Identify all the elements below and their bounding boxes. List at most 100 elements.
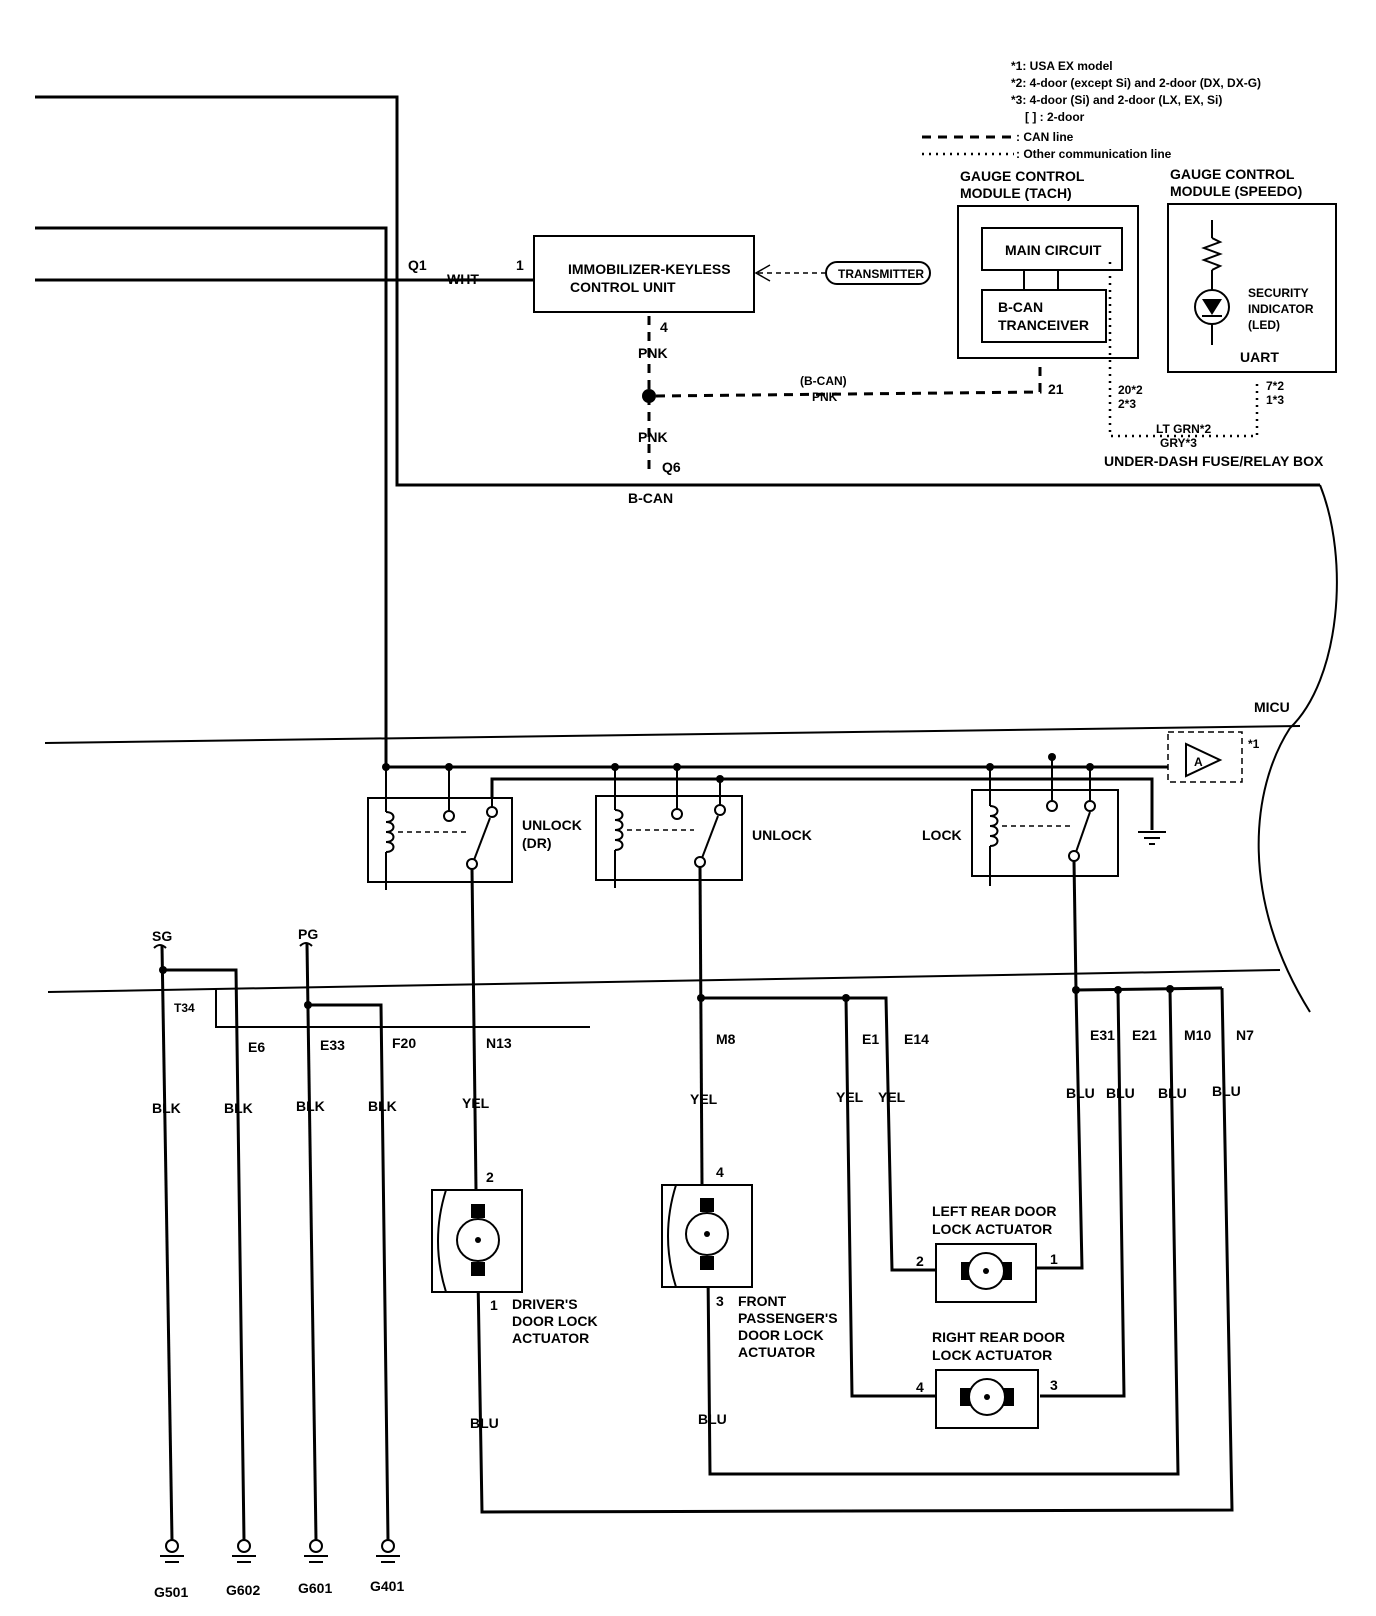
pin-driver-2: 2 — [486, 1169, 494, 1185]
common-return-bus — [490, 777, 1154, 830]
wire-color-blk-1: BLK — [152, 1100, 181, 1116]
driver-actuator-label-1: DRIVER'S — [512, 1296, 578, 1312]
bcan-splice-dot — [642, 389, 656, 403]
pin-e21: E21 — [1132, 1027, 1157, 1043]
pin-7: 7*2 — [1266, 379, 1284, 393]
ground-label-g401: G401 — [370, 1578, 404, 1594]
actuator-housing-curve — [667, 1184, 677, 1288]
right-rear-label-1: RIGHT REAR DOOR — [932, 1329, 1065, 1345]
pin-m10: M10 — [1184, 1027, 1211, 1043]
under-dash-label: UNDER-DASH FUSE/RELAY BOX — [1104, 453, 1324, 469]
speedo-title-1: GAUGE CONTROL — [1170, 166, 1295, 182]
relay-contact — [694, 856, 706, 868]
pin-e6: E6 — [248, 1039, 265, 1055]
amplifier-note: *1 — [1248, 737, 1260, 751]
switch-arm — [1075, 811, 1091, 853]
ground-label-g501: G501 — [154, 1584, 188, 1600]
pin-front-4: 4 — [716, 1164, 724, 1180]
ground-icon — [381, 1539, 395, 1553]
bcan-pnk-label-1: (B-CAN) — [800, 374, 847, 388]
security-label-3: (LED) — [1248, 318, 1280, 332]
ground-label-g602: G602 — [226, 1582, 260, 1598]
wire-color-blu-3: BLU — [1158, 1085, 1187, 1101]
top-wires — [35, 95, 1320, 767]
pin-1: 1 — [516, 257, 524, 273]
pin-left-rear-2: 2 — [916, 1253, 924, 1269]
wire-e21-blu — [1040, 989, 1126, 1398]
immobilizer-label-1: IMMOBILIZER-KEYLESS — [568, 261, 731, 277]
driver-door-lock-actuator: 2 1 DRIVER'S DOOR LOCK ACTUATOR — [431, 1169, 598, 1346]
coil-icon — [385, 811, 395, 853]
relay-bus: A *1 — [382, 731, 1260, 845]
wire-m10-blu — [706, 988, 1180, 1476]
pin-e14: E14 — [904, 1031, 929, 1047]
driver-actuator-label-2: DOOR LOCK — [512, 1313, 598, 1329]
gauge-tach: GAUGE CONTROL MODULE (TACH) MAIN CIRCUIT… — [957, 168, 1259, 450]
uart-label: UART — [1240, 349, 1279, 365]
wire-color-pnk-b: PNK — [638, 429, 668, 445]
relay-contact — [466, 858, 478, 870]
pin-right-rear-3: 3 — [1050, 1377, 1058, 1393]
pin-20: 20*2 — [1118, 383, 1143, 397]
immobilizer-unit: IMMOBILIZER-KEYLESS CONTROL UNIT Q1 WHT … — [408, 235, 1042, 506]
actuator-wiring: N13 M8 E1 E14 E31 E21 M10 N7 YEL YEL YEL… — [462, 860, 1254, 1514]
pin-q1: Q1 — [408, 257, 427, 273]
relay-contact — [1084, 800, 1096, 812]
pin-e31: E31 — [1090, 1027, 1115, 1043]
front-passenger-door-lock-actuator: 4 3 FRONT PASSENGER'S DOOR LOCK ACTUATOR — [661, 1164, 838, 1360]
pin-left-rear-1: 1 — [1050, 1251, 1058, 1267]
motor-brush-icon — [700, 1198, 714, 1212]
relay-unlock-dr-label-1: UNLOCK — [522, 817, 582, 833]
resistor-icon — [1201, 237, 1223, 271]
amplifier-icon — [1185, 742, 1223, 778]
transceiver-label-2: TRANCEIVER — [998, 317, 1089, 333]
wire-color-blk-2: BLK — [224, 1100, 253, 1116]
micu-label: MICU — [1254, 699, 1290, 715]
ground-g401 — [376, 1539, 400, 1563]
pin-2: 2*3 — [1118, 397, 1136, 411]
ground-g601 — [304, 1539, 328, 1563]
motor-center — [983, 1268, 989, 1274]
wire-color-yel-3: YEL — [836, 1089, 864, 1105]
wire-n7-blu — [476, 987, 1234, 1514]
pin-right-rear-4: 4 — [916, 1379, 924, 1395]
gauge-speedo: GAUGE CONTROL MODULE (SPEEDO) SECURITY I… — [1167, 166, 1337, 407]
relay-contact — [1046, 800, 1058, 812]
tach-title-2: MODULE (TACH) — [960, 185, 1072, 201]
bcan-to-tach — [655, 360, 1042, 398]
motor-center — [984, 1394, 990, 1400]
wire-color-gry: GRY*3 — [1160, 436, 1197, 450]
relay-unlock: UNLOCK — [595, 767, 812, 888]
ground-icon — [237, 1539, 251, 1553]
relay-unlock-dr: UNLOCK (DR) — [367, 767, 582, 890]
front-actuator-label-4: ACTUATOR — [738, 1344, 815, 1360]
switch-arm — [473, 817, 491, 861]
pin-e33: E33 — [320, 1037, 345, 1053]
wire-color-yel-4: YEL — [878, 1089, 906, 1105]
relay-contact — [486, 806, 498, 818]
pin-f20: F20 — [392, 1035, 416, 1051]
wire-e14-yel — [701, 996, 936, 1272]
relay-lock: LOCK — [922, 757, 1119, 886]
relay-contact — [671, 808, 683, 820]
wire-m8-yel — [698, 866, 704, 1186]
pin-driver-1: 1 — [490, 1297, 498, 1313]
wire-color-wht: WHT — [447, 271, 479, 287]
legend-note-2: *2: 4-door (except Si) and 2-door (DX, D… — [1011, 76, 1261, 90]
security-label-1: SECURITY — [1248, 286, 1309, 300]
right-rear-label-2: LOCK ACTUATOR — [932, 1347, 1052, 1363]
wire-top-outer — [35, 95, 1320, 487]
left-rear-label-1: LEFT REAR DOOR — [932, 1203, 1056, 1219]
switch-arm — [701, 815, 719, 859]
ground-icon — [165, 1539, 179, 1553]
amplifier-label: A — [1194, 755, 1203, 769]
front-actuator-label-3: DOOR LOCK — [738, 1327, 824, 1343]
security-label-2: INDICATOR — [1248, 302, 1314, 316]
transceiver-label-1: B-CAN — [998, 299, 1043, 315]
relay-lock-label: LOCK — [922, 827, 962, 843]
pin-4: 4 — [660, 319, 668, 335]
pin-1-3: 1*3 — [1266, 393, 1284, 407]
transmitter-label: TRANSMITTER — [838, 267, 924, 281]
immobilizer-label-2: CONTROL UNIT — [570, 279, 676, 295]
